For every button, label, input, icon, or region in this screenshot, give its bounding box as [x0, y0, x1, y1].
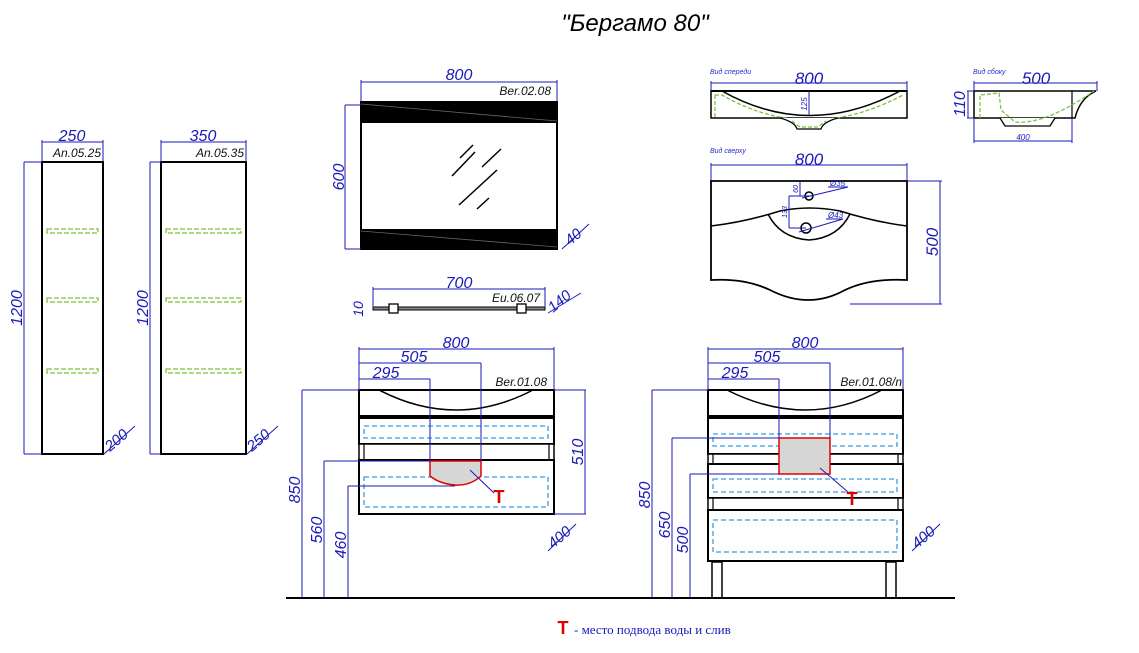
shelf-line: [165, 297, 242, 303]
vanity-leg: [711, 561, 723, 599]
mirror: 800 Ber.02.08 600 40: [331, 67, 590, 250]
column-left: 250 An.05.25 1200 200: [9, 128, 136, 456]
shelf-line: [46, 297, 99, 303]
basin-front-width: 800: [795, 69, 824, 88]
drawer-outline: [712, 519, 898, 553]
vanity-floor-h-850: 850: [637, 482, 654, 509]
vanity-wall-depth: 400: [545, 523, 576, 553]
vanity-wall-drawer-top: [358, 417, 555, 445]
basin-dim-133: 133: [782, 206, 789, 218]
basin-side-height: 110: [952, 91, 969, 117]
vanity-wall-basin: [358, 389, 555, 417]
column-right: 350 An.05.35 1200 250: [135, 128, 279, 456]
column-left-width: 250: [58, 128, 86, 145]
vanity-floor-dim-505: 505: [754, 349, 781, 366]
basin-hole-35: Ø35: [829, 179, 846, 188]
mirror-width: 800: [446, 67, 473, 84]
basin-top-view-label: Вид сверху: [710, 147, 746, 155]
shelf-bracket: [516, 303, 527, 314]
basin-side-view: Вид сбоку 500 110 400: [952, 68, 1098, 143]
glass-shelf-height: 10: [350, 301, 366, 317]
basin-dim-60: 60: [793, 185, 800, 193]
basin-side-view-label: Вид сбоку: [973, 68, 1006, 76]
drawer-outline: [363, 425, 549, 439]
vanity-wall-dim-505: 505: [401, 349, 428, 366]
plumbing-marker-icon: T: [494, 487, 505, 507]
column-left-depth: 200: [101, 426, 132, 456]
column-left-height: 1200: [9, 290, 26, 326]
vanity-floor-h-500: 500: [675, 527, 692, 554]
drawer-outline: [712, 478, 898, 493]
basin-front-view: Вид спереди 800 125: [710, 68, 908, 130]
page-title: "Бергамо 80": [561, 10, 710, 37]
glass-shelf-width: 700: [446, 275, 473, 292]
legend: T - место подвода воды и слив: [558, 618, 731, 638]
shelf-bracket: [388, 303, 399, 314]
plumbing-marker-icon: T: [847, 489, 858, 509]
vanity-floor-standing: T 800 505 295 Ber.01.08/n 850 650 500 40…: [637, 335, 941, 599]
legend-text: - место подвода воды и слив: [574, 622, 731, 637]
shelf-line: [46, 368, 99, 374]
vanity-floor-drawer-bottom: [707, 509, 904, 562]
basin-front-view-label: Вид спереди: [710, 68, 751, 76]
shelf-line: [165, 368, 242, 374]
column-right-body: [160, 161, 247, 455]
mirror-reflection-icon: [451, 144, 502, 210]
column-right-depth: 250: [243, 426, 274, 456]
column-right-height: 1200: [135, 290, 152, 326]
basin-top-width: 800: [795, 150, 824, 169]
vanity-floor-dim-295: 295: [721, 365, 749, 382]
glass-shelf-body: [372, 306, 546, 311]
vanity-floor-code: Ber.01.08/n: [840, 375, 902, 389]
vanity-wall-width: 800: [443, 335, 470, 352]
legend-marker-icon: T: [558, 618, 569, 638]
vanity-wall-h-560: 560: [309, 517, 326, 544]
vanity-wall-h-460: 460: [333, 532, 350, 559]
mirror-code: Ber.02.08: [499, 84, 551, 98]
glass-shelf: 700 Eu.06.07 10 140: [350, 275, 582, 317]
vanity-wall-height-510: 510: [570, 439, 587, 466]
mirror-frame: [360, 101, 558, 250]
vanity-wall-code: Ber.01.08: [495, 375, 547, 389]
column-right-code: An.05.35: [195, 146, 244, 160]
vanity-wall-dim-295: 295: [372, 365, 400, 382]
column-left-body: [41, 161, 104, 455]
basin-hole-43: Ø43: [827, 211, 844, 220]
mirror-height: 600: [331, 164, 348, 191]
vanity-wall-h-850: 850: [287, 477, 304, 504]
vanity-wall-hung: T 800 505 295 Ber.01.08 510 850 560 460 …: [287, 335, 587, 598]
shelf-line: [46, 228, 99, 234]
vanity-floor-h-650: 650: [657, 512, 674, 539]
basin-top-view: Вид сверху 800 60 133 Ø35 Ø43 500: [710, 147, 942, 305]
glass-shelf-code: Eu.06.07: [492, 291, 541, 305]
vanity-floor-depth: 400: [909, 523, 940, 553]
plumbing-zone: [778, 437, 831, 475]
glass-shelf-depth: 140: [545, 287, 576, 317]
basin-side-bowl: 400: [1016, 133, 1030, 142]
basin-front-depth: 125: [800, 97, 809, 111]
column-right-width: 350: [190, 128, 217, 145]
vanity-leg: [885, 561, 897, 599]
column-left-code: An.05.25: [52, 146, 101, 160]
shelf-line: [165, 228, 242, 234]
vanity-floor-basin: [707, 389, 904, 417]
basin-top-depth: 500: [923, 227, 942, 256]
vanity-floor-width: 800: [792, 335, 819, 352]
basin-side-width: 500: [1022, 69, 1051, 88]
